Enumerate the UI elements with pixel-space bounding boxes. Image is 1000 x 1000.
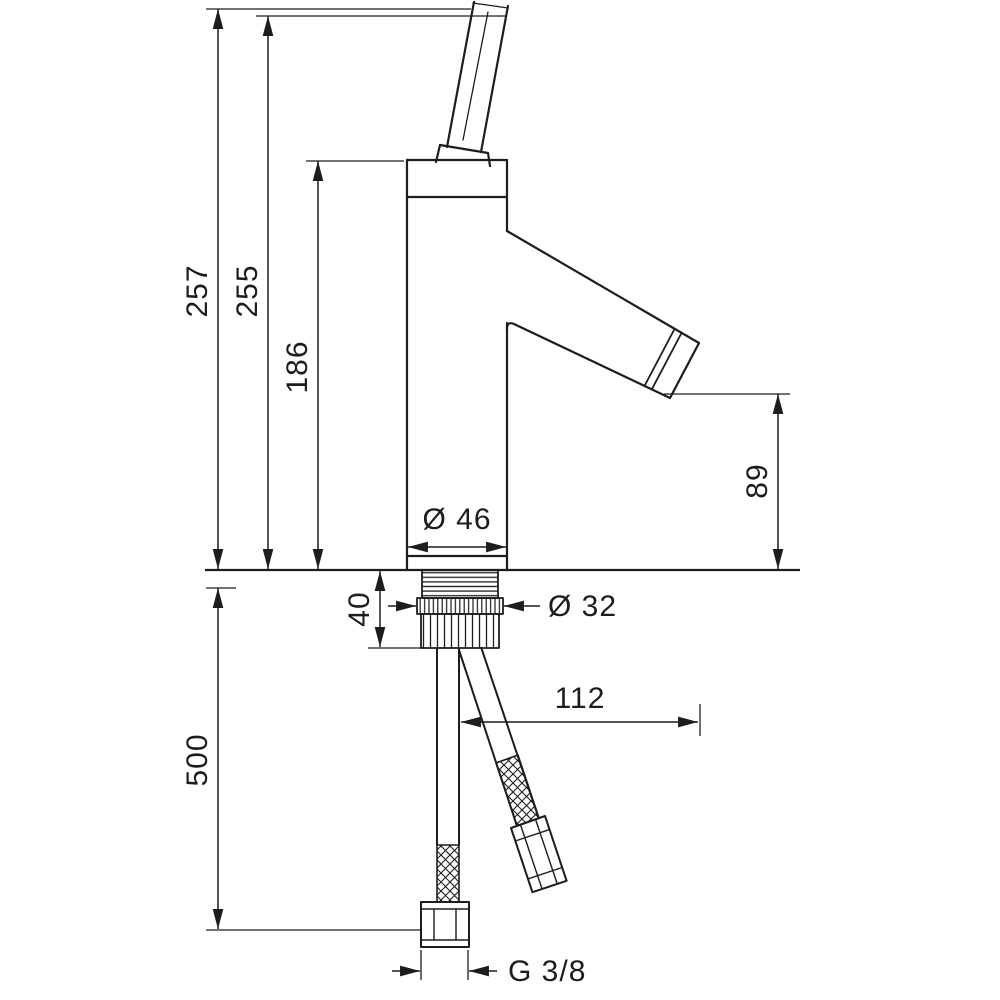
threaded-shank: [421, 569, 499, 599]
handle-cut-line: [472, 2, 509, 9]
dim-500-label: 500: [181, 733, 214, 786]
handle-collar: [434, 143, 492, 168]
faucet-outline: [405, 0, 701, 572]
handle-inner-line: [462, 11, 489, 141]
aerator-line-1: [651, 333, 682, 390]
aerator-line-2: [644, 329, 675, 386]
hose2-nut-band-top: [515, 828, 550, 842]
dim-257-label: 257: [181, 264, 214, 317]
hose2-nut: [510, 815, 568, 894]
under-counter-parts: [416, 569, 568, 948]
handle-left-edge: [445, 0, 476, 149]
dim-186-label: 186: [281, 340, 314, 393]
hose1-braid: [436, 844, 460, 903]
dim-89-label: 89: [741, 463, 774, 498]
mounting-nut: [420, 613, 500, 649]
dimension-labels: 257 255 186 89 Ø 46 Ø 32 40 112 500 G 3/…: [181, 264, 774, 988]
dim-g38-label: G 3/8: [508, 955, 586, 988]
hose2-nut-facet-1: [534, 819, 558, 884]
hose2-nut-facet-2: [519, 824, 543, 889]
dim-40-label: 40: [343, 591, 376, 626]
dim-d32-label: Ø 32: [548, 590, 617, 623]
dimension-lines: [206, 8, 790, 980]
dim-112-label: 112: [555, 682, 606, 715]
dim-255-label: 255: [231, 264, 264, 317]
mounting-ring: [416, 597, 504, 615]
hose1-nut: [420, 901, 470, 948]
spout-outline: [505, 229, 701, 400]
dim-d46-label: Ø 46: [422, 503, 491, 536]
hose2-braid: [495, 754, 540, 827]
handle-right-edge: [479, 4, 510, 154]
hose2-nut-band-bottom: [527, 866, 563, 880]
